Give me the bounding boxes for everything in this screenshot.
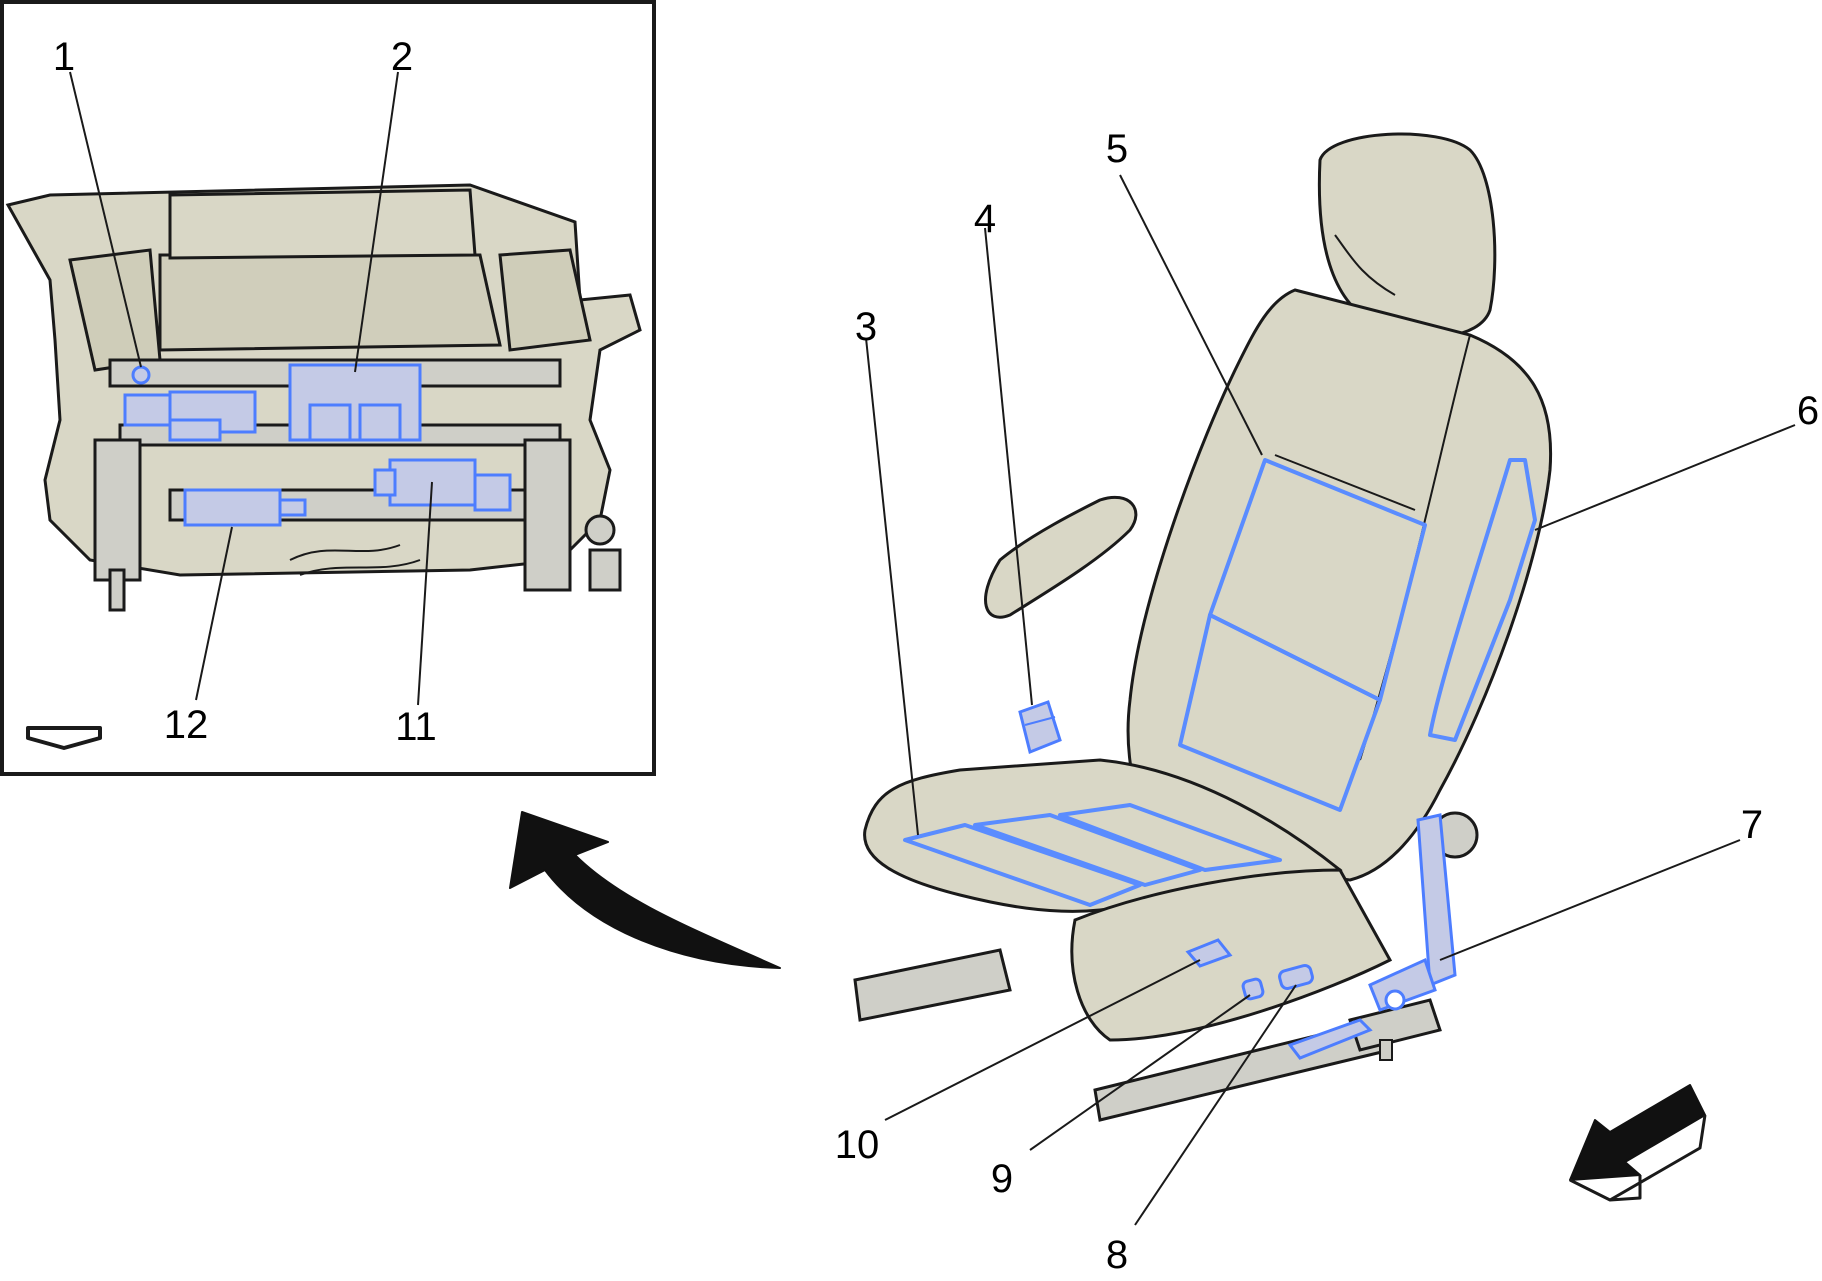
callout-9: 9 — [991, 1157, 1013, 1201]
motor-11 — [373, 458, 512, 512]
seat-belt-buckle-4 — [1018, 700, 1062, 755]
switch-connector-1 — [131, 365, 151, 385]
armrest — [984, 495, 1138, 619]
callout-4: 4 — [974, 197, 996, 241]
callout-2: 2 — [391, 35, 413, 79]
motor-12 — [183, 488, 307, 527]
side-bolster-module-6 — [1428, 458, 1537, 742]
control-module-2 — [288, 363, 422, 442]
recliner-mechanism-7 — [1287, 811, 1479, 1060]
forward-arrow-icon — [26, 726, 102, 750]
callout-12: 12 — [164, 703, 209, 747]
callout-3: 3 — [855, 305, 877, 349]
callout-5: 5 — [1106, 127, 1128, 171]
callout-1: 1 — [53, 35, 75, 79]
lumbar-switch-9 — [1241, 977, 1265, 1001]
headrest — [1317, 132, 1497, 339]
callout-7: 7 — [1741, 803, 1763, 847]
seat-adjuster-switch-8 — [1278, 964, 1314, 990]
vehicle-front-arrow-icon — [1569, 1084, 1707, 1202]
inset-panel: 1 2 12 11 — [0, 0, 656, 776]
motor-module-left — [123, 390, 257, 442]
seat-assembly — [853, 132, 1553, 1122]
callout-8: 8 — [1106, 1233, 1128, 1276]
callout-6: 6 — [1797, 389, 1819, 433]
callout-11: 11 — [395, 705, 437, 749]
callout-10: 10 — [835, 1123, 880, 1167]
curved-arrow-icon — [509, 811, 781, 969]
lumbar-support-5 — [1178, 454, 1427, 812]
